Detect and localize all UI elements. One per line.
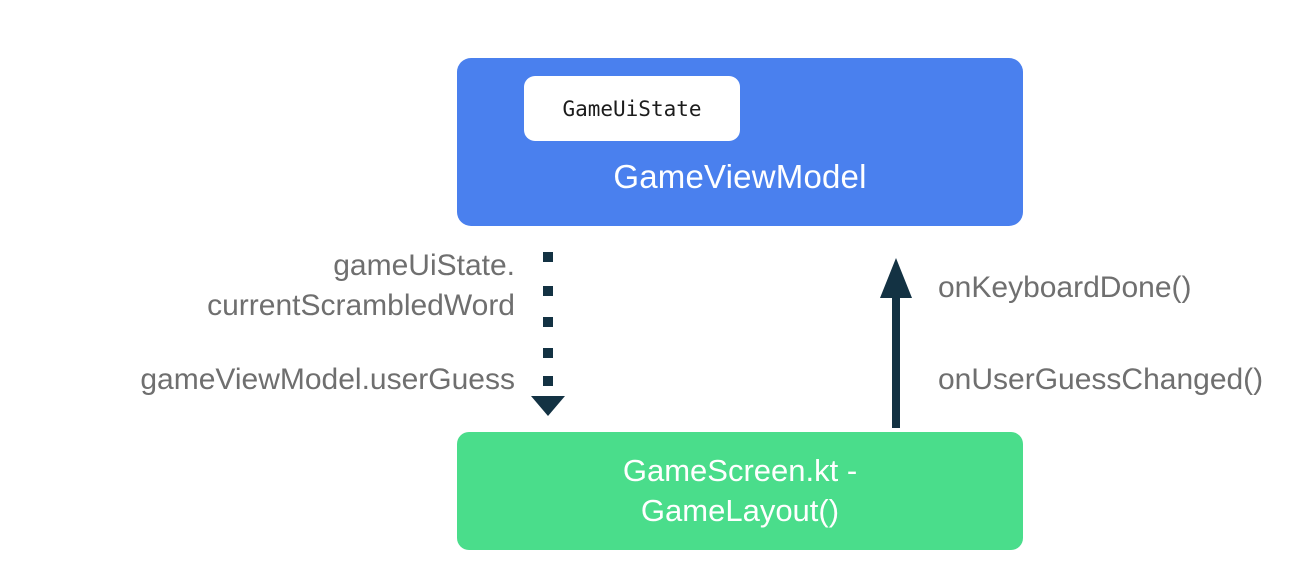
- state-flow-label-scrambled-word: gameUiState. currentScrambledWord: [207, 249, 515, 322]
- event-flow-label-on-user-guess-changed: onUserGuessChanged(): [938, 363, 1264, 396]
- viewmodel-title: GameViewModel: [613, 158, 867, 195]
- event-flow-label-on-keyboard-done: onKeyboardDone(): [938, 271, 1192, 304]
- screen-box: GameScreen.kt - GameLayout(): [457, 432, 1023, 550]
- screen-title: GameScreen.kt - GameLayout(): [622, 453, 858, 528]
- state-flow-down-arrow-icon: [524, 248, 570, 416]
- game-ui-state-chip: GameUiState: [524, 76, 740, 141]
- state-flow-label-user-guess: gameViewModel.userGuess: [140, 363, 515, 396]
- game-ui-state-chip-label: GameUiState: [562, 96, 702, 121]
- event-flow-up-arrow-icon: [872, 256, 926, 428]
